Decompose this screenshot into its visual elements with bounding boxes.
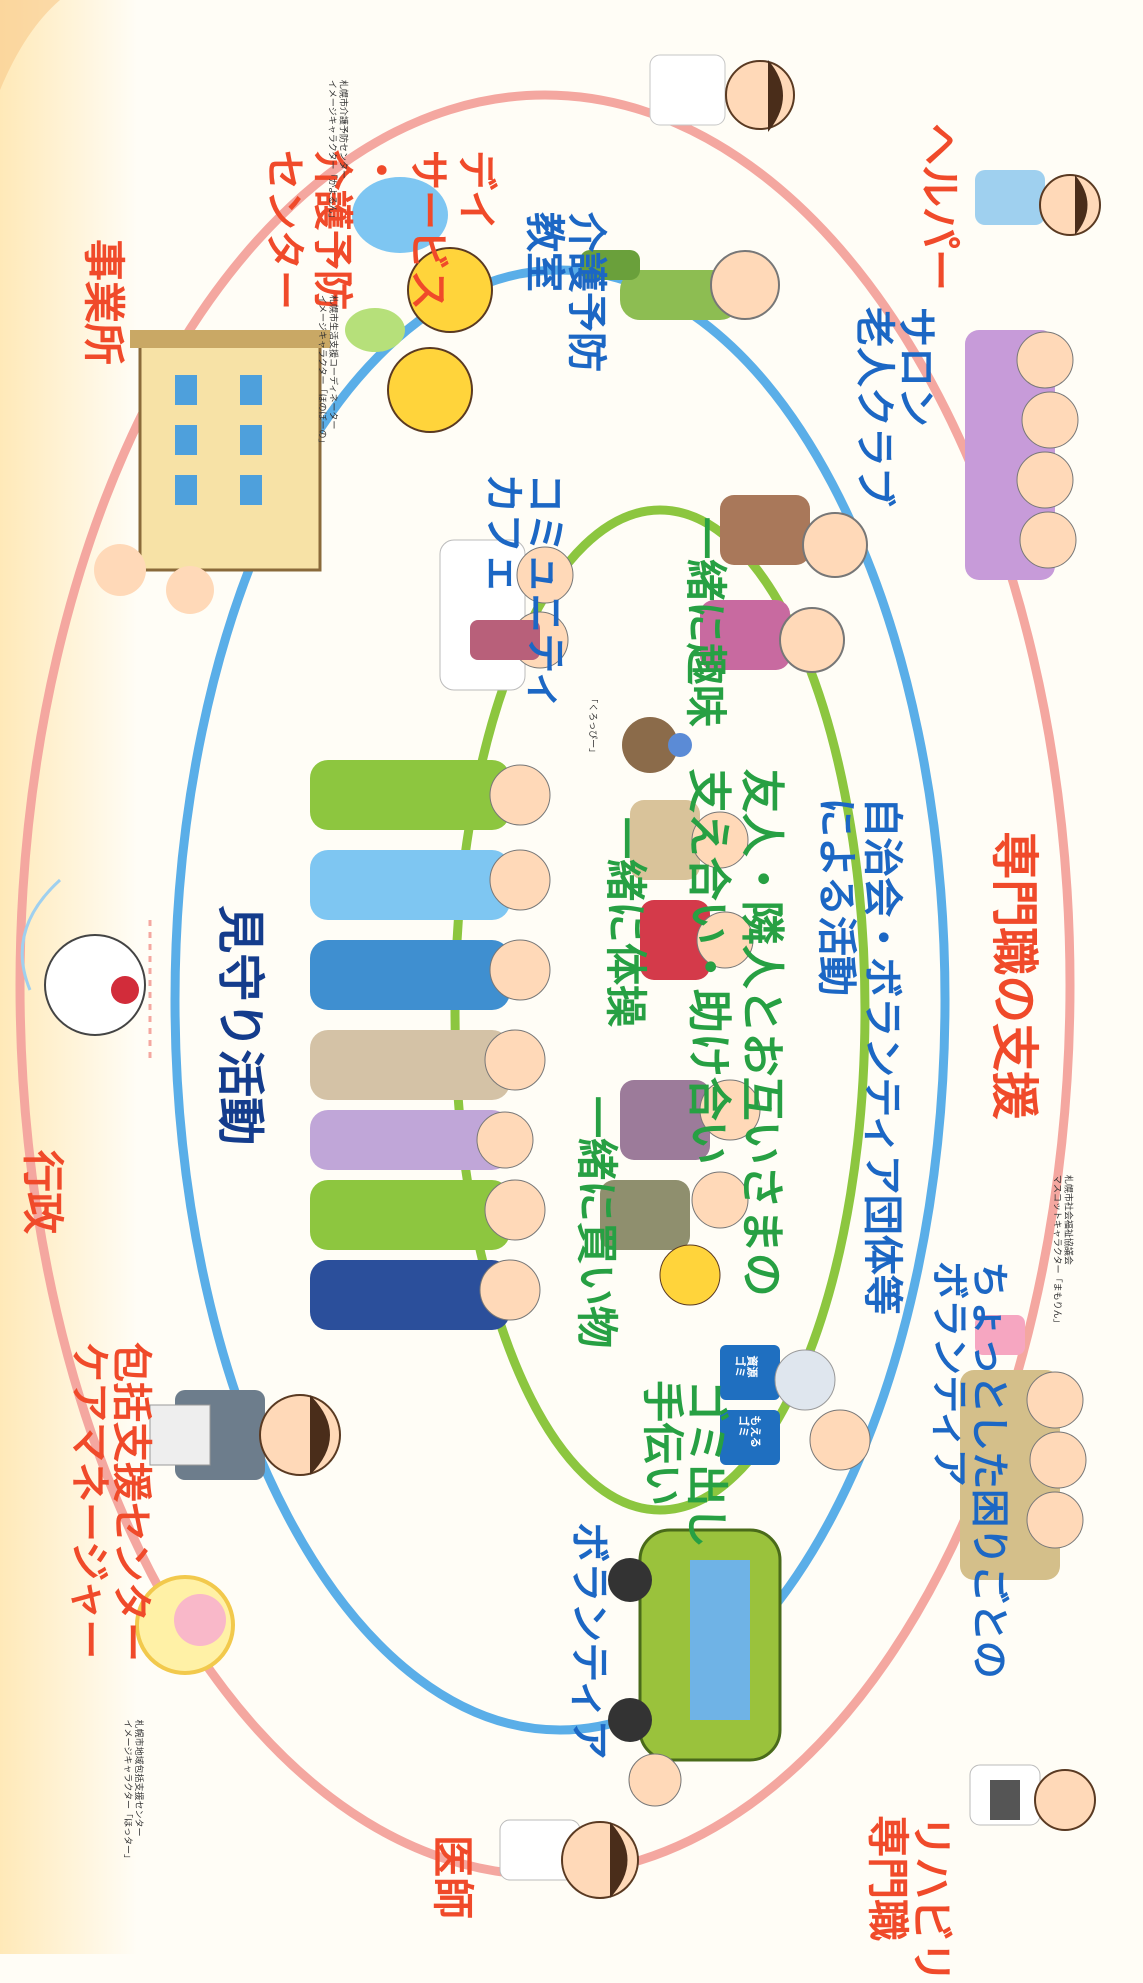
singing-seniors-icon	[700, 495, 868, 673]
building-icon	[94, 330, 330, 614]
activity-community-cafe: コミュニティ カフェ	[479, 473, 568, 711]
activity-exercise: 一緒に体操	[601, 817, 651, 1028]
role-care-manager: 包括支援センター ケアマネージャー	[66, 1342, 154, 1662]
therapist-icon	[969, 1764, 1096, 1831]
bag-label-resource: 資源 ゴミ	[734, 1355, 759, 1378]
seniors-group-icon	[965, 330, 1079, 580]
activity-prevention-class: 介護予防 教室	[521, 212, 609, 372]
caption-seikatsu-shien: 札幌市生活支援コーディネーター イメージキャラクター「ほのぼーの」	[316, 295, 338, 448]
outer-ring-title: 専門職の支援	[986, 831, 1043, 1120]
activity-shopping: 一緒に買い物	[572, 1096, 622, 1349]
caption-houkatsu: 札幌市地域包括支援センター イメージキャラクター「ほっター」	[121, 1719, 143, 1863]
day-service-staff-icon	[649, 54, 795, 132]
activity-garbage: ゴミ出し 手伝い	[638, 1380, 732, 1549]
caption-kaigo-yobo: 札幌市介護予防センター イメージキャラクター「かよるん」	[326, 79, 348, 223]
middle-ring-title: 自治会・ボランティア団体等 による活動	[812, 797, 905, 1315]
watch-people-icon	[310, 760, 551, 1330]
bee-mascot-icon	[345, 177, 493, 433]
doctor-icon	[499, 1819, 639, 1899]
inner-ring-title: 友人・隣人とお互いさまの 支え合い・助け合い	[683, 768, 787, 1297]
van-icon	[608, 1528, 782, 1807]
bag-label-burnable: もえる ゴミ	[737, 1415, 762, 1448]
caption-kuroppi: 「くろっぴー」	[587, 694, 598, 758]
role-doctor: 医師	[428, 1835, 478, 1920]
helper-figure-icon	[975, 170, 1101, 236]
cafe-group-icon	[439, 539, 574, 691]
activity-hobby: 一緒に趣味	[681, 517, 731, 728]
role-day-service: デイ サービス ・ 介護予防 センター	[261, 150, 499, 310]
role-rehab: リハビリ 専門職	[863, 1815, 957, 1983]
activity-volunteer: ボランティア	[565, 1522, 612, 1760]
role-helper: ヘルパー	[915, 123, 965, 292]
dancing-seniors-icon	[580, 250, 780, 320]
watch-label: 見守り活動	[212, 905, 269, 1146]
caption-shakyo: 札幌市社会福祉協議会 マスコットキャラクター「まもりん」	[1051, 1174, 1073, 1328]
garbage-bags-icon	[720, 1345, 871, 1471]
activity-salon: サロン 老人クラブ	[851, 307, 939, 507]
seniors-group-2-icon	[960, 1315, 1087, 1580]
bear-mascot-icon	[622, 717, 692, 773]
exercising-seniors-icon	[630, 800, 754, 980]
middle-ring	[170, 265, 950, 1735]
role-office: 事業所	[79, 239, 129, 366]
shopping-seniors-icon	[600, 1079, 761, 1306]
role-government: 行政	[18, 1150, 68, 1235]
manager-icon	[149, 1390, 341, 1480]
city-mascot-icon	[20, 878, 152, 1060]
activity-small-volunteer: ちょっとした困りごとの ボランティア	[927, 1261, 1012, 1679]
sun-mascot-icon	[135, 1575, 235, 1675]
